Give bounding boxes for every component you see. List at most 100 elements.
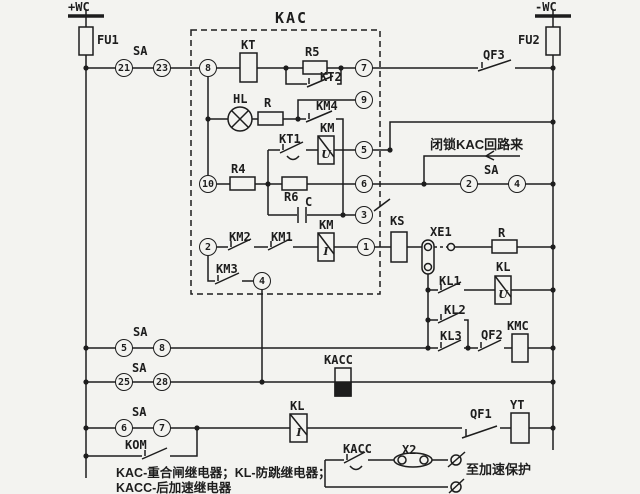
fuse-fu1 <box>78 26 94 56</box>
terminal-kac-10: 10 <box>199 175 217 193</box>
label-kl3: KL3 <box>440 329 462 343</box>
terminal-sa-5: 5 <box>115 339 133 357</box>
coil-km-current <box>317 232 335 262</box>
label-r4: R4 <box>231 162 246 176</box>
terminal-sa-6: 6 <box>115 419 133 437</box>
contact-qf3 <box>477 59 512 72</box>
contact-km4 <box>305 110 333 123</box>
label-qf3: QF3 <box>483 48 505 62</box>
contact-qf2 <box>477 339 502 352</box>
contact-km2 <box>227 238 252 251</box>
contact-kl3 <box>437 339 462 352</box>
terminal-kac-3: 3 <box>355 206 373 224</box>
label-xe1: XE1 <box>430 225 452 239</box>
label-km3: KM3 <box>216 262 238 276</box>
annotation-blocking-circuit: 闭锁KAC回路来 <box>430 137 524 152</box>
label-km2: KM2 <box>229 230 251 244</box>
terminal-kac-7: 7 <box>355 59 373 77</box>
label-sa-top: SA <box>133 44 148 58</box>
label-r-right: R <box>498 226 506 240</box>
coil-yt <box>510 412 530 444</box>
label-sa-58: SA <box>133 325 148 339</box>
label-r-inner: R <box>264 96 272 110</box>
label-kacc-coil: KACC <box>324 353 353 367</box>
label-sa-67: SA <box>132 405 147 419</box>
coil-kl-voltage <box>494 275 512 305</box>
label-r5: R5 <box>305 45 320 59</box>
kac-dashed-boundary <box>190 29 381 295</box>
capacitor-c <box>297 207 307 223</box>
label-km-upper: KM <box>320 121 335 135</box>
contact-kom <box>141 447 168 460</box>
contact-kt2 <box>306 75 334 88</box>
terminal-sa-23: 23 <box>153 59 171 77</box>
contact-kl1 <box>437 281 462 294</box>
coil-mark-kl-voltage: U <box>498 288 508 301</box>
label-kom: KOM <box>125 438 147 452</box>
contact-km3 <box>214 272 240 285</box>
label-kl1: KL1 <box>439 274 461 288</box>
label-c: C <box>305 195 313 209</box>
annotation-to-acceleration: 至加速保护 <box>466 462 532 477</box>
contact-kl2 <box>437 311 462 324</box>
label-km-lower: KM <box>319 218 334 232</box>
coil-km-voltage <box>317 135 335 165</box>
label-fu1: FU1 <box>97 33 119 47</box>
contact-qf1 <box>461 425 498 439</box>
resistor-r6 <box>281 176 308 191</box>
coil-kl-current <box>289 413 308 443</box>
label-qf1: QF1 <box>470 407 492 421</box>
component-symbols <box>78 26 561 494</box>
bus-label-negative: -WC <box>535 0 557 14</box>
terminal-kac-8: 8 <box>199 59 217 77</box>
terminal-sa-2: 2 <box>460 175 478 193</box>
bus-label-positive: +WC <box>68 0 90 14</box>
terminal-sa-4: 4 <box>508 175 526 193</box>
label-x2: X2 <box>402 443 417 457</box>
label-kt: KT <box>241 38 256 52</box>
fuse-fu2 <box>545 26 561 56</box>
label-r6: R6 <box>284 190 299 204</box>
terminal-sa-25: 25 <box>115 373 133 391</box>
label-kmc: KMC <box>507 319 529 333</box>
coil-mark-km-voltage: U <box>321 148 331 161</box>
terminal-kac-2: 2 <box>199 238 217 256</box>
label-yt: YT <box>510 398 525 412</box>
label-qf2: QF2 <box>481 328 503 342</box>
label-sa-2528: SA <box>132 361 147 375</box>
terminal-kac-9: 9 <box>355 91 373 109</box>
label-kt2: KT2 <box>320 70 342 84</box>
lamp-hl-cross <box>230 109 250 129</box>
label-km4: KM4 <box>316 99 338 113</box>
contact-km1 <box>267 238 291 251</box>
terminal-sa-7: 7 <box>153 419 171 437</box>
kac-box-title: KAC <box>275 9 309 27</box>
label-ks: KS <box>390 214 405 228</box>
label-kt1: KT1 <box>279 132 301 146</box>
legend-line-1: KAC-重合闸继电器；KL-防跳继电器； <box>116 466 331 480</box>
terminal-sa-8: 8 <box>153 339 171 357</box>
label-kl-lower: KL <box>290 399 305 413</box>
label-fu2: FU2 <box>518 33 540 47</box>
coil-kmc <box>511 333 529 363</box>
terminal-kac-5: 5 <box>355 141 373 159</box>
contact-symbols <box>141 59 512 471</box>
resistor-r-right <box>491 239 518 254</box>
connector-xe1-jack <box>446 242 456 252</box>
coil-ks <box>390 231 408 263</box>
terminal-sa-28: 28 <box>153 373 171 391</box>
resistor-r5 <box>302 60 328 75</box>
label-kl-upper: KL <box>496 260 511 274</box>
coil-kacc-fill <box>334 381 352 397</box>
label-km1: KM1 <box>271 230 293 244</box>
contact-kt1 <box>279 141 304 161</box>
terminal-kac-1: 1 <box>357 238 375 256</box>
terminal-kac-4: 4 <box>253 272 271 290</box>
label-kacc-contact: KACC <box>343 442 372 456</box>
terminal-sa-21: 21 <box>115 59 133 77</box>
legend-line-2: KACC-后加速继电器 <box>116 481 232 494</box>
label-kl2: KL2 <box>444 303 466 317</box>
resistor-r-inner <box>257 111 284 126</box>
